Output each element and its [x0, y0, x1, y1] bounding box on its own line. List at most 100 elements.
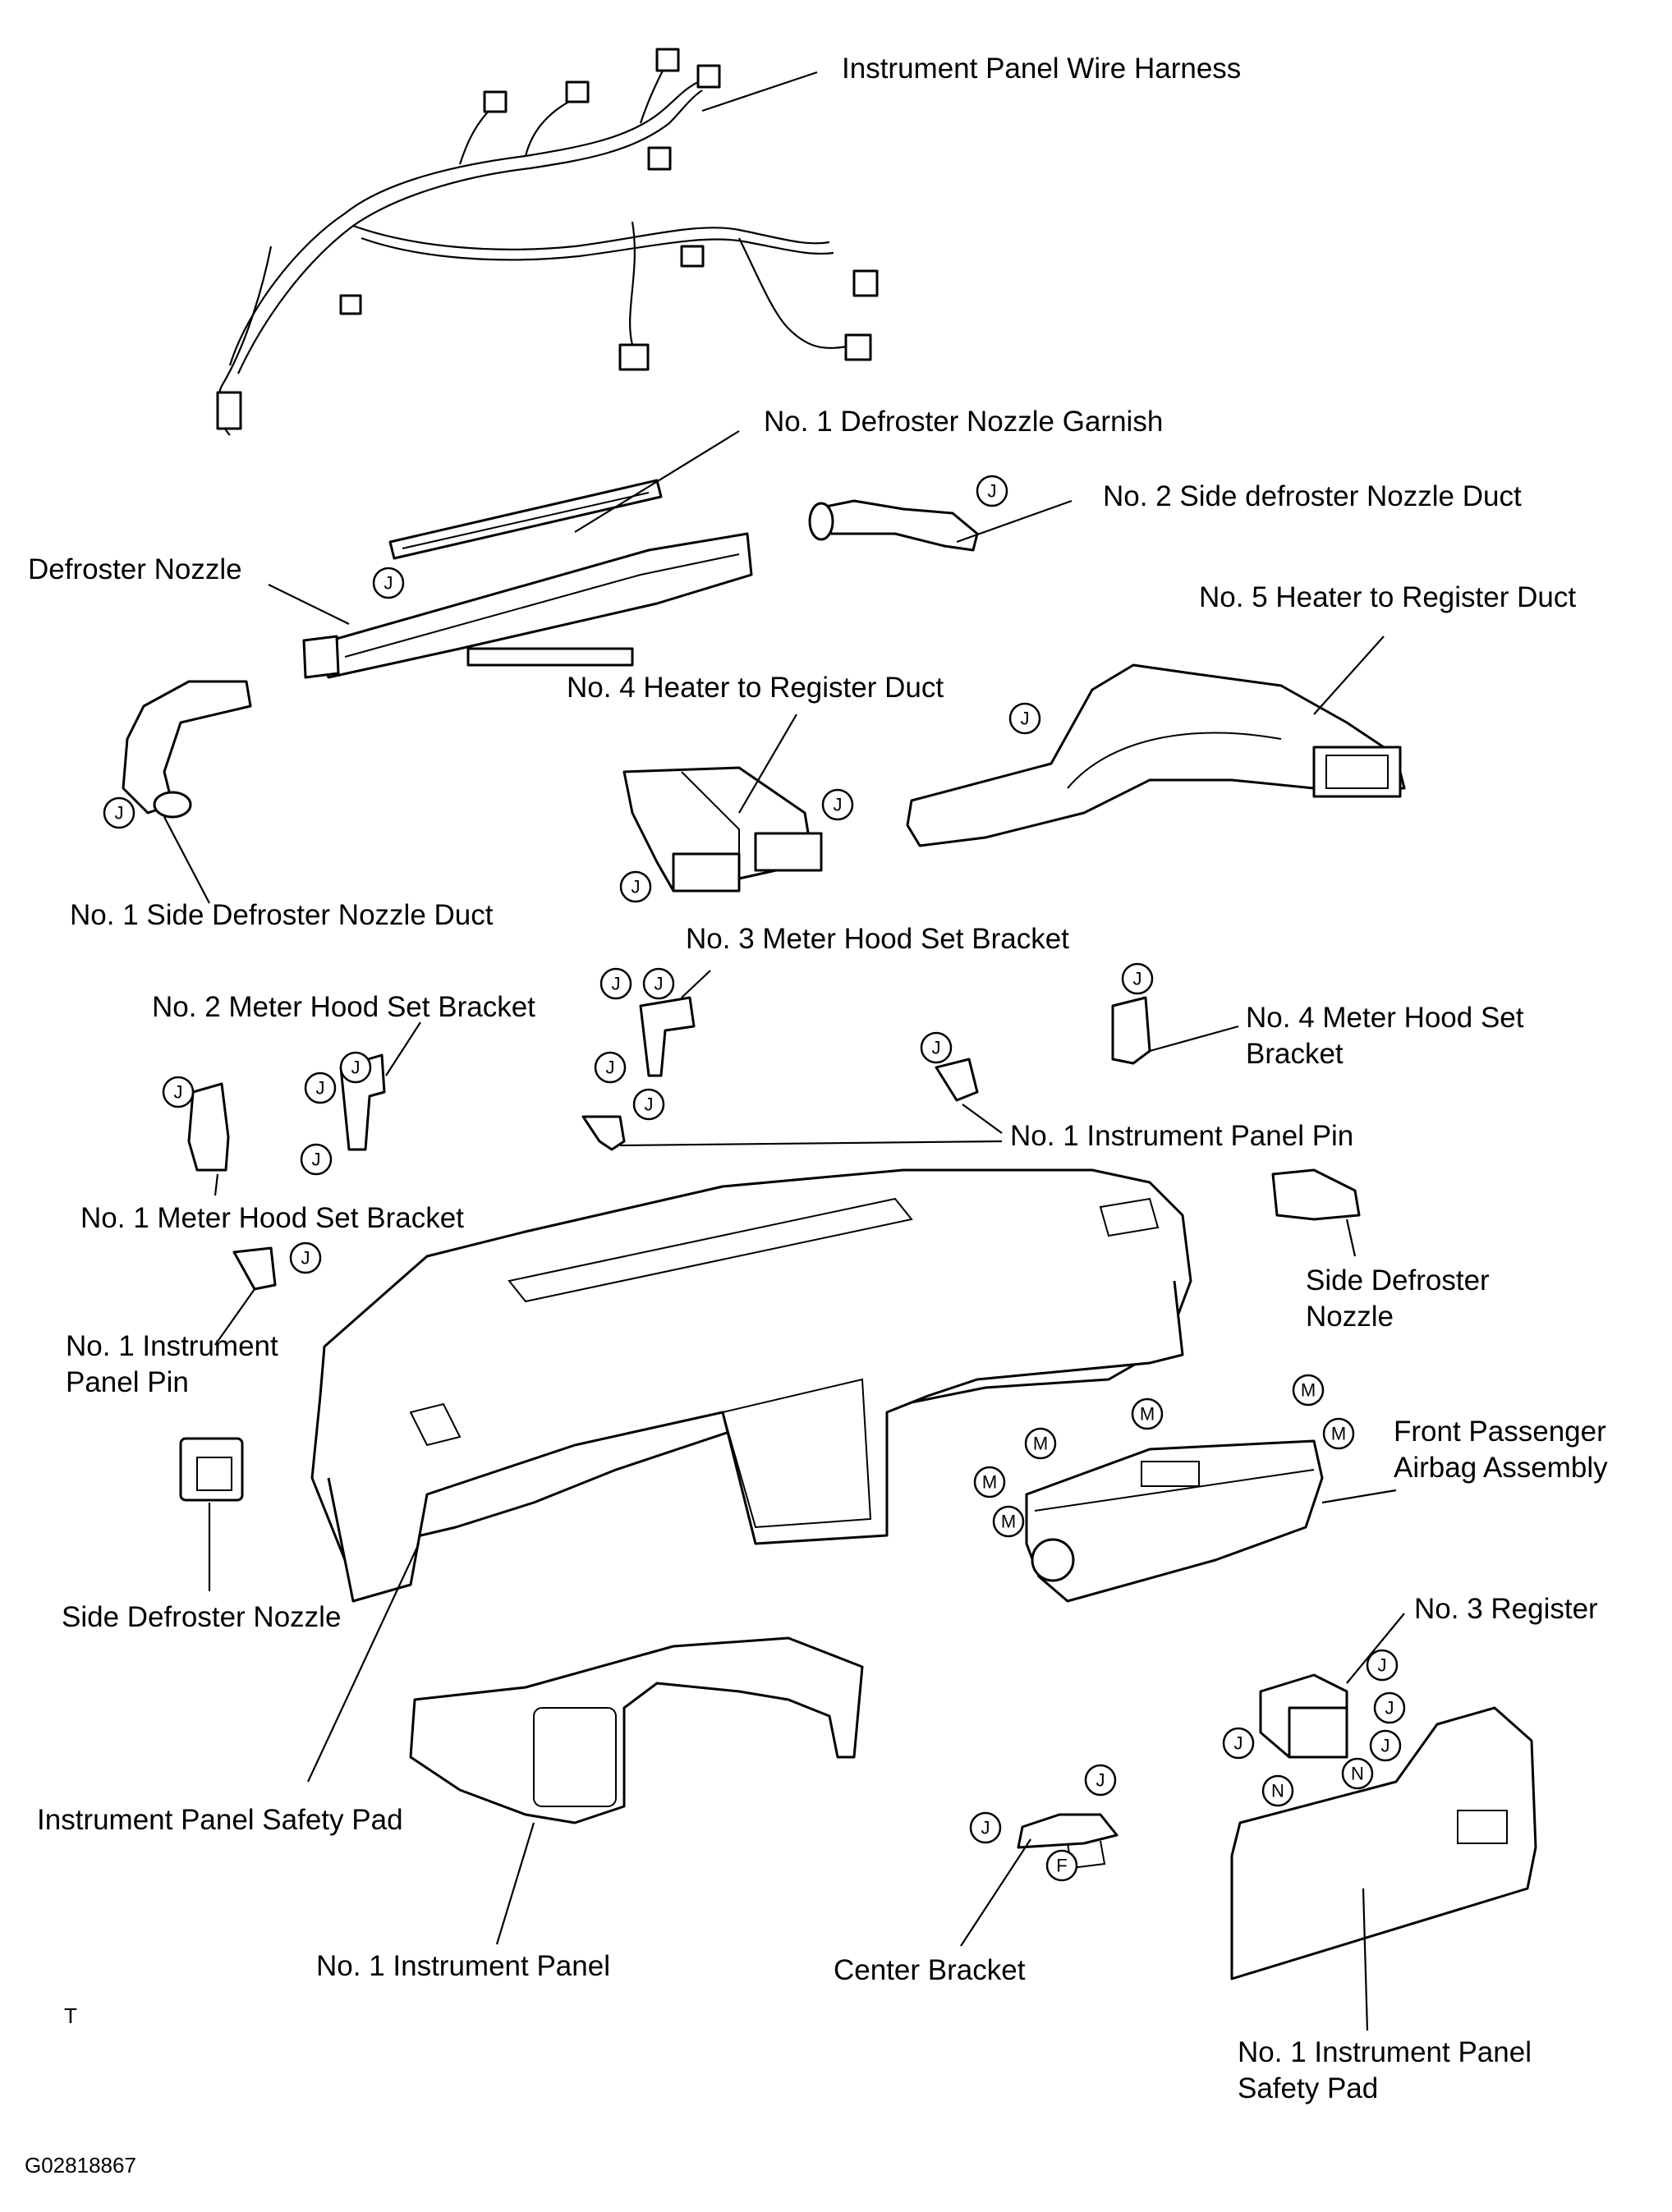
clip-m-3: M — [1292, 1374, 1325, 1407]
label-side-defroster-duct-1: No. 1 Side Defroster Nozzle Duct — [70, 899, 494, 931]
label-meter-hood-bracket-1: No. 1 Meter Hood Set Bracket — [80, 1202, 464, 1234]
svg-text:J: J — [645, 1095, 654, 1115]
svg-text:M: M — [1331, 1424, 1346, 1444]
clip-j-duct-5: J — [1008, 702, 1041, 735]
wire-harness-drawing — [216, 48, 879, 436]
clip-j-bracket-2c: J — [300, 1143, 333, 1176]
svg-text:J: J — [174, 1082, 183, 1103]
clip-j-duct-4a: J — [821, 788, 854, 821]
clip-j-register-d: J — [1369, 1729, 1402, 1762]
svg-text:J: J — [1378, 1655, 1387, 1676]
clip-n-1: N — [1261, 1774, 1294, 1807]
svg-text:J: J — [1096, 1770, 1105, 1791]
svg-text:J: J — [606, 1058, 615, 1078]
leader-lines — [163, 71, 1405, 2031]
svg-text:J: J — [312, 1150, 321, 1170]
clip-m-2: M — [1131, 1397, 1164, 1430]
clip-j-bracket-3b: J — [642, 967, 675, 1000]
side-defroster-duct-2-drawing — [808, 499, 979, 552]
label-meter-hood-bracket-3: No. 3 Meter Hood Set Bracket — [686, 923, 1069, 955]
clip-j-center-b: J — [969, 1811, 1002, 1844]
meter-hood-brackets-drawing — [187, 996, 1151, 1291]
svg-text:M: M — [1033, 1434, 1048, 1454]
label-panel-safety-pad-1-line1: No. 1 Instrument Panel — [1238, 2036, 1532, 2068]
clip-j-bracket-4: J — [1121, 962, 1154, 995]
clip-j-bracket-2b: J — [304, 1072, 337, 1104]
clip-j-defroster: J — [372, 567, 405, 599]
svg-text:J: J — [988, 481, 997, 502]
svg-text:J: J — [655, 974, 664, 994]
label-instrument-panel-1: No. 1 Instrument Panel — [316, 1950, 610, 1982]
label-center-bracket: Center Bracket — [834, 1954, 1026, 1986]
label-side-defroster-nozzle-right-line2: Nozzle — [1306, 1301, 1394, 1333]
defroster-nozzle-drawing — [302, 532, 753, 679]
label-panel-pin-left-line1: No. 1 Instrument — [66, 1330, 278, 1362]
clip-j-register-b: J — [1373, 1691, 1406, 1724]
label-panel-pin-left-line2: Panel Pin — [66, 1366, 189, 1398]
label-defroster-nozzle-garnish: No. 1 Defroster Nozzle Garnish — [764, 406, 1164, 438]
svg-text:J: J — [1133, 969, 1142, 989]
svg-text:J: J — [612, 974, 621, 994]
svg-text:J: J — [115, 803, 124, 824]
label-meter-hood-bracket-4-line2: Bracket — [1246, 1038, 1344, 1070]
clip-j-pin-left: J — [289, 1241, 322, 1274]
panel-safety-pad-1-drawing — [1230, 1706, 1537, 1980]
clip-m-6: M — [992, 1505, 1025, 1538]
corner-mark: T — [64, 2003, 77, 2028]
side-defroster-duct-1-drawing — [122, 680, 252, 819]
clip-j-register-c: J — [1222, 1727, 1255, 1760]
airbag-assembly-drawing — [1025, 1439, 1324, 1603]
heater-register-duct-4-drawing — [622, 766, 823, 893]
svg-text:N: N — [1351, 1764, 1364, 1784]
svg-text:J: J — [932, 1038, 941, 1058]
svg-text:J: J — [316, 1078, 325, 1099]
instrument-panel-drawing — [310, 1168, 1192, 1603]
svg-text:M: M — [982, 1472, 997, 1493]
label-side-defroster-duct-2: No. 2 Side defroster Nozzle Duct — [1103, 480, 1522, 512]
label-meter-hood-bracket-4-line1: No. 4 Meter Hood Set — [1246, 1002, 1524, 1034]
clip-m-1: M — [1024, 1427, 1057, 1460]
figure-id: G02818867 — [25, 2153, 136, 2178]
svg-text:J: J — [1234, 1733, 1243, 1754]
label-meter-hood-bracket-2: No. 2 Meter Hood Set Bracket — [152, 991, 535, 1023]
clip-j-register-a: J — [1366, 1649, 1399, 1682]
label-airbag-line1: Front Passenger — [1394, 1416, 1606, 1448]
clip-j-bracket-1: J — [162, 1076, 195, 1108]
label-heater-register-duct-5: No. 5 Heater to Register Duct — [1199, 581, 1577, 613]
clip-n-2: N — [1341, 1757, 1374, 1790]
label-airbag-line2: Airbag Assembly — [1394, 1452, 1608, 1484]
svg-text:M: M — [1301, 1380, 1316, 1401]
label-panel-pin-right: No. 1 Instrument Panel Pin — [1010, 1120, 1354, 1152]
clip-j-center-a: J — [1084, 1764, 1117, 1797]
svg-text:J: J — [351, 1058, 361, 1078]
defroster-nozzle-garnish-drawing — [388, 479, 663, 560]
clip-j-bracket-3c: J — [594, 1051, 627, 1084]
clip-callouts: J J J J J J J J J J J J J J J J J M M M … — [103, 475, 1406, 1882]
svg-text:F: F — [1056, 1856, 1067, 1876]
lower-instrument-panel-drawing — [409, 1636, 864, 1824]
clip-m-4: M — [1322, 1417, 1355, 1450]
center-bracket-drawing — [1017, 1813, 1118, 1870]
clip-j-pin-right: J — [920, 1031, 953, 1064]
label-panel-safety-pad-1-line2: Safety Pad — [1238, 2072, 1379, 2104]
side-defroster-nozzles-drawing — [179, 1168, 1361, 1502]
clip-j-duct-4b: J — [619, 870, 652, 903]
clip-f-center: F — [1045, 1849, 1078, 1882]
clip-j-duct-1: J — [103, 796, 136, 829]
clip-j-bracket-2a: J — [339, 1051, 372, 1084]
svg-text:M: M — [1140, 1404, 1155, 1425]
clip-j-bracket-3a: J — [599, 967, 632, 1000]
svg-text:N: N — [1271, 1781, 1284, 1801]
label-heater-register-duct-4: No. 4 Heater to Register Duct — [567, 672, 944, 704]
svg-text:J: J — [301, 1248, 310, 1269]
label-safety-pad: Instrument Panel Safety Pad — [37, 1804, 403, 1836]
label-side-defroster-nozzle-right-line1: Side Defroster — [1306, 1264, 1490, 1296]
svg-text:J: J — [384, 573, 393, 594]
label-side-defroster-nozzle-left: Side Defroster Nozzle — [62, 1601, 342, 1633]
svg-text:J: J — [981, 1818, 990, 1838]
clip-m-5: M — [973, 1466, 1006, 1498]
heater-register-duct-5-drawing — [906, 663, 1406, 847]
svg-text:J: J — [1385, 1698, 1394, 1719]
